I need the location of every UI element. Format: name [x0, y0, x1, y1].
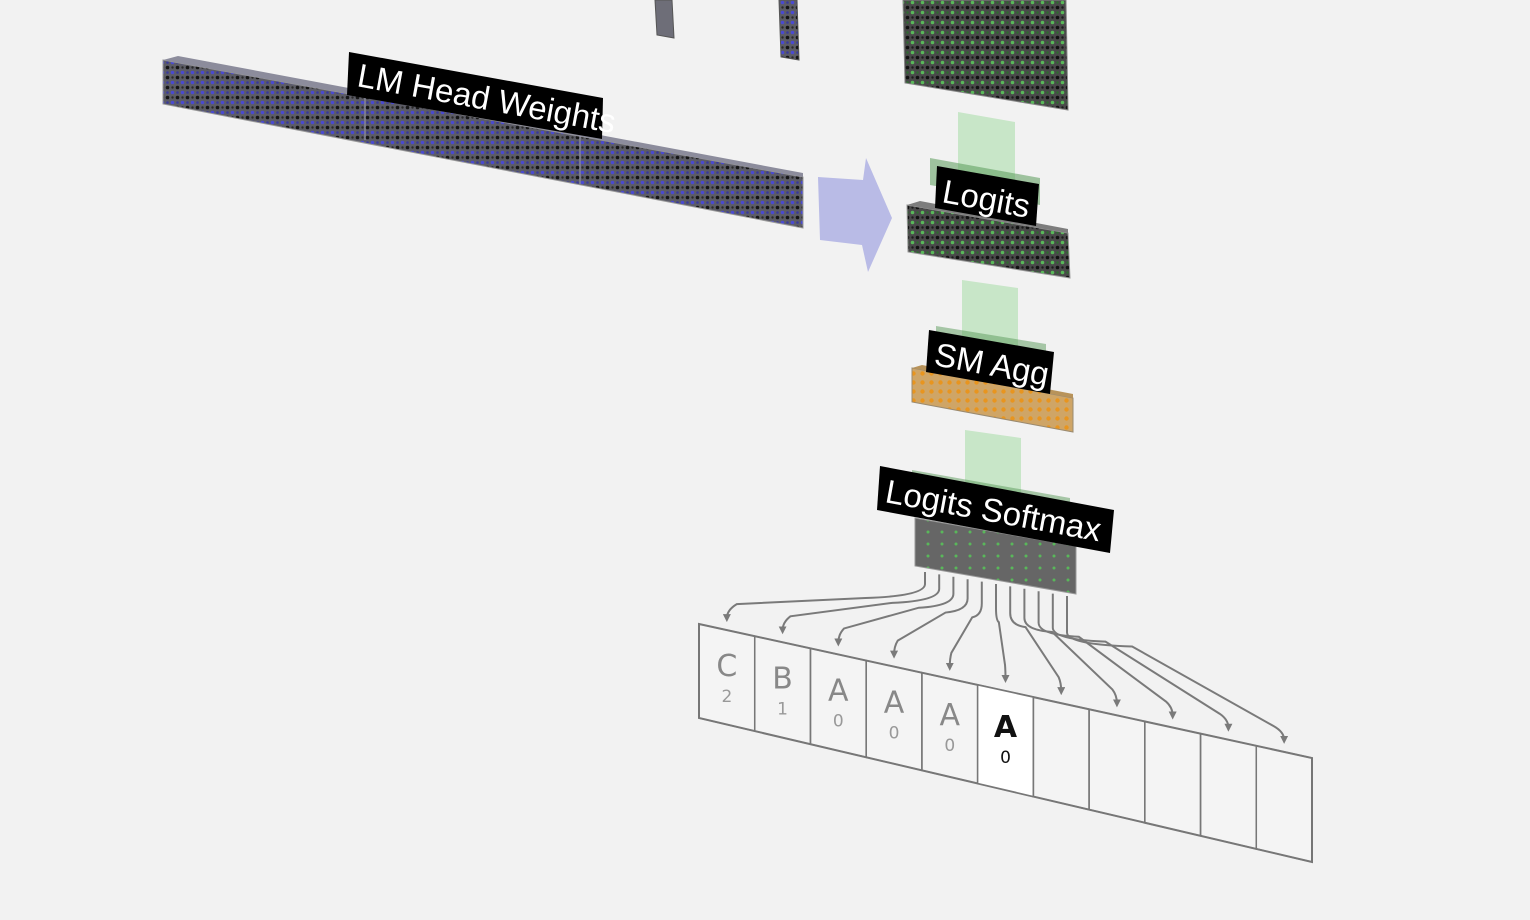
sampling-arrow	[995, 584, 1010, 683]
sampling-arrow	[1066, 596, 1289, 744]
token-char: A	[994, 710, 1018, 745]
sampling-arrow	[778, 574, 941, 635]
sampling-arrow	[1037, 591, 1177, 720]
token-char: A	[828, 673, 849, 708]
token-char: C	[716, 649, 737, 684]
token-char: A	[884, 686, 905, 721]
token-index: 2	[721, 687, 732, 707]
upper-columns	[654, 0, 800, 61]
token-index: 0	[1000, 748, 1011, 768]
logits-label: Logits	[935, 166, 1039, 226]
token-cell-box	[1255, 744, 1313, 863]
sampling-arrow	[1009, 586, 1066, 696]
sampling-arrow	[1051, 593, 1233, 732]
token-char: B	[772, 661, 793, 696]
token-index: 0	[944, 736, 955, 756]
sampling-arrows	[722, 572, 1289, 744]
token-cell	[1255, 744, 1313, 863]
sampling-arrow	[945, 581, 983, 671]
token-index: 1	[777, 699, 788, 719]
sampling-arrow	[834, 576, 955, 647]
token-char: A	[940, 698, 961, 733]
token-index: 0	[833, 711, 844, 731]
token-index: 0	[889, 724, 900, 744]
sampling-arrow	[722, 572, 926, 623]
sampling-arrow	[1023, 588, 1121, 708]
sampling-arrow	[890, 579, 969, 659]
residual-block	[902, 0, 1069, 111]
token-cell: A0	[976, 683, 1035, 798]
matmul-arrow-icon	[818, 158, 892, 272]
